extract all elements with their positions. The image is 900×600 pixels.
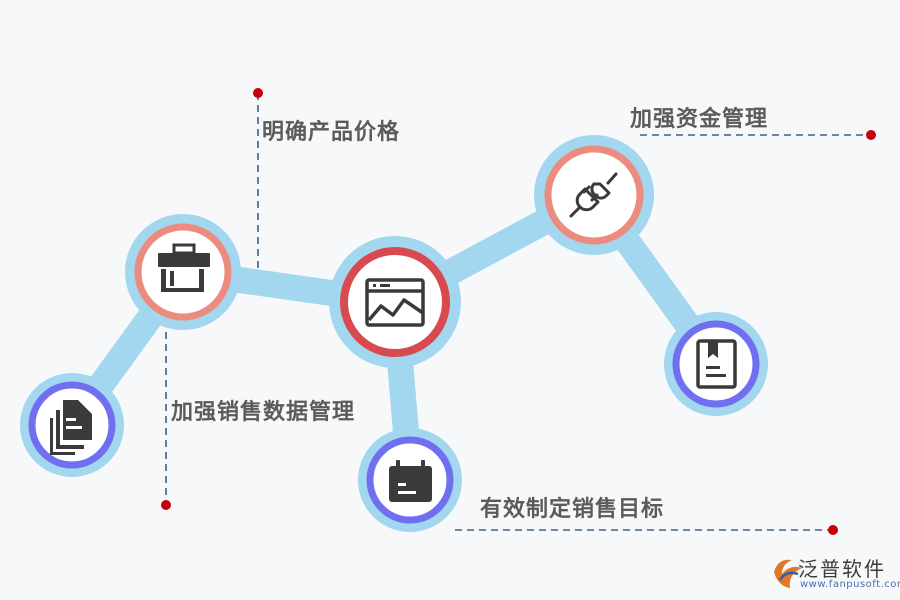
node-briefcase (125, 214, 241, 330)
leader-dot-capital (866, 130, 876, 140)
documents-icon (50, 400, 92, 455)
label-price: 明确产品价格 (262, 120, 401, 145)
logo-name: 泛普软件 (798, 557, 886, 581)
leader-dot-sales-target (828, 525, 838, 535)
logo-url: www.fanpusoft.com (800, 579, 900, 590)
chart-image-icon (365, 278, 425, 327)
brand-logo: 泛普软件 www.fanpusoft.com (770, 553, 900, 598)
label-sales-target: 有效制定销售目标 (480, 497, 665, 522)
leader-dots (161, 88, 876, 535)
label-sales-data: 加强销售数据管理 (171, 400, 356, 425)
leader-lines (165, 93, 871, 531)
calendar-icon (389, 460, 432, 502)
leader-dot-price (253, 88, 263, 98)
node-chart (329, 236, 461, 368)
node-calendar (358, 428, 462, 532)
bookmark-doc-icon (696, 339, 737, 389)
label-capital: 加强资金管理 (630, 107, 769, 132)
logo-mark-icon (774, 559, 802, 588)
node-plug (534, 135, 654, 255)
briefcase-icon (158, 243, 210, 292)
leader-dot-sales-data (161, 500, 171, 510)
node-documents (20, 373, 124, 477)
plug-icon (569, 172, 618, 218)
node-bookmark (664, 312, 768, 416)
